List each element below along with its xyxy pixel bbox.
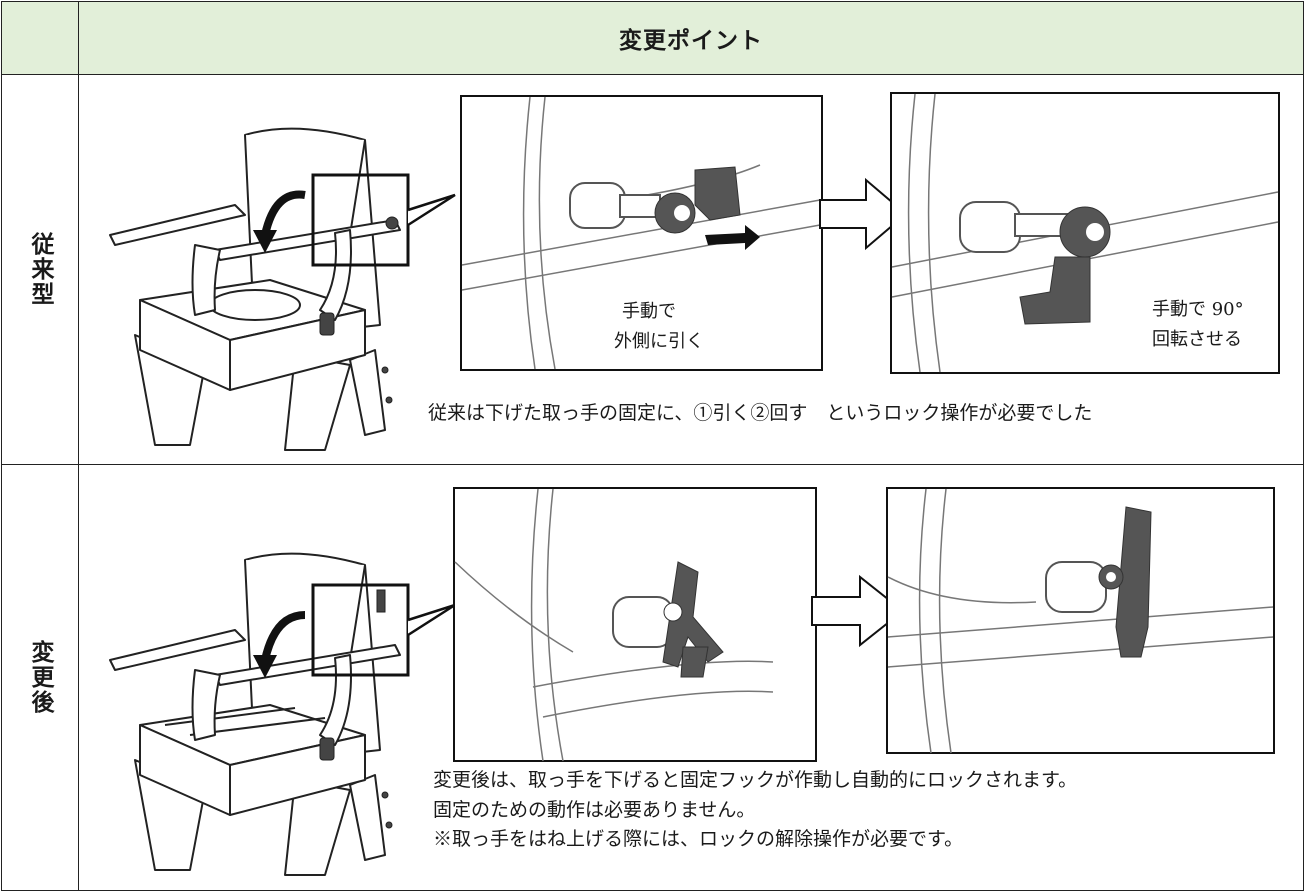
row-label-new-text: 変更後	[27, 640, 53, 715]
photo-new-hook-up	[453, 487, 817, 762]
new-caption-line-1: 変更後は、取っ手を下げると固定フックが作動し自動的にロックされます。	[433, 769, 1078, 791]
row-label-old: 従来型	[2, 75, 79, 465]
old-caption: 従来は下げた取っ手の固定に、①引く②回す というロック操作が必要でした	[428, 402, 1093, 424]
photo-old-rotate-text-2: 回転させる	[1152, 329, 1242, 350]
new-caption-line-3: ※取っ手をはね上げる際には、ロックの解除操作が必要です。	[433, 828, 964, 850]
photo-old-pull-text-2: 外側に引く	[614, 331, 704, 352]
new-caption-line-2: 固定のための動作は必要ありません。	[433, 799, 756, 821]
header-title: 変更ポイント	[79, 2, 1303, 75]
row-label-old-text: 従来型	[27, 232, 53, 307]
photo-old-pull	[460, 95, 823, 371]
row-divider	[79, 464, 1303, 465]
row-label-new: 変更後	[2, 465, 79, 890]
photo-old-rotate-text-1: 手動で 90°	[1152, 299, 1244, 320]
arrow-right-new	[811, 574, 905, 648]
chair-illustration-old	[109, 127, 456, 451]
arrow-right-old	[819, 177, 908, 251]
chair-illustration-new	[109, 552, 456, 876]
header-corner-cell	[2, 2, 79, 75]
photo-old-rotate	[890, 92, 1280, 374]
photo-new-hook-down	[886, 487, 1275, 754]
photo-old-pull-text-1: 手動で	[622, 301, 676, 322]
